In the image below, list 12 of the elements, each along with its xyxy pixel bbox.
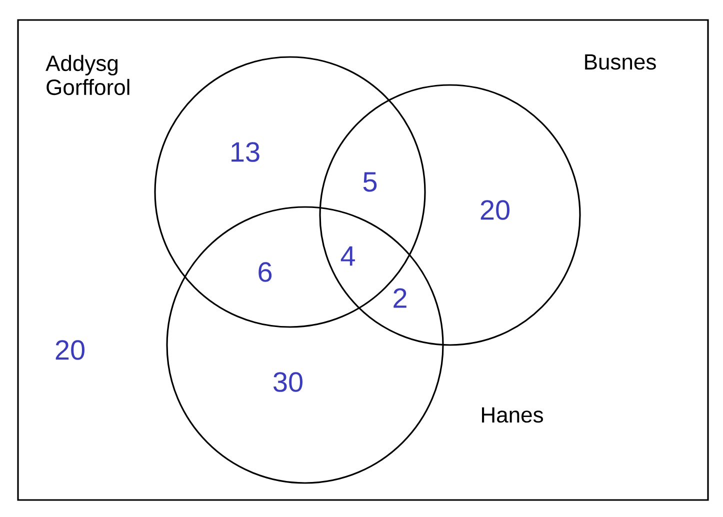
region-count: 2 [394, 288, 406, 308]
set-name: Hanes [482, 407, 543, 423]
region-count: 20 [56, 340, 84, 360]
region-count: 20 [480, 200, 510, 220]
region-count: 6 [258, 262, 272, 282]
region-count: 5 [363, 172, 377, 192]
set-name: Addysg Gorfforol [46, 54, 130, 96]
region-count: 30 [274, 372, 302, 392]
region-count: 13 [232, 142, 260, 162]
set-name: Busnes [585, 54, 656, 70]
region-count: 4 [340, 246, 355, 266]
universal-set-frame [17, 19, 709, 501]
